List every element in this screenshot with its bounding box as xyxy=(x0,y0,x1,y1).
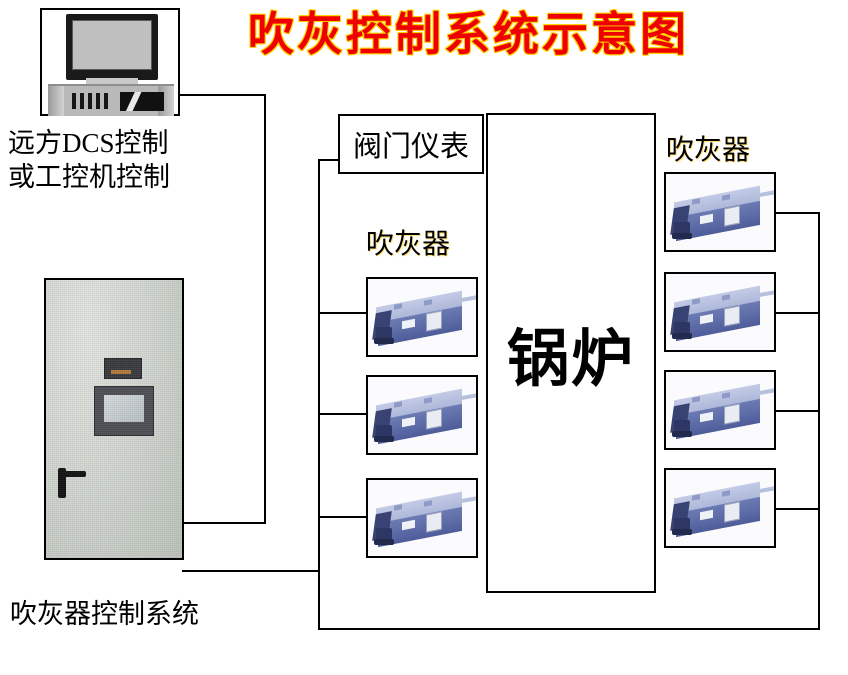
right-blower-group-label: 吹灰器 xyxy=(666,135,751,166)
cabinet-nameplate-icon xyxy=(104,358,142,379)
right-bus-line xyxy=(818,212,820,630)
monitor-screen xyxy=(72,20,152,70)
keyboard-grid-icon xyxy=(72,93,112,109)
boiler-node: 锅炉 xyxy=(486,113,656,593)
connector-riser-to-cabinet xyxy=(182,522,266,524)
soot-blower-left-3 xyxy=(366,478,478,558)
drive-bay-icon xyxy=(120,92,164,111)
soot-blower-right-3 xyxy=(664,370,776,450)
base-left-panel xyxy=(48,86,64,116)
computer-base-icon xyxy=(48,84,174,116)
branch-to-left-blower-2 xyxy=(318,413,368,415)
valve-instrument-label: 阀门仪表 xyxy=(352,131,469,163)
cabinet-hmi-display-icon xyxy=(94,386,154,436)
branch-to-left-blower-3 xyxy=(318,516,368,518)
dcs-computer-node xyxy=(40,8,180,116)
branch-to-right-blower-2 xyxy=(774,312,820,314)
valve-instrument-node: 阀门仪表 xyxy=(338,114,484,174)
branch-to-valve-box xyxy=(318,159,340,161)
control-cabinet-node xyxy=(44,278,184,560)
soot-blower-left-1 xyxy=(366,277,478,357)
drive-slash xyxy=(123,92,143,111)
left-blower-group-label: 吹灰器 xyxy=(366,229,451,260)
bottom-trunk-line xyxy=(318,628,820,630)
soot-blower-left-2 xyxy=(366,375,478,455)
page-title: 吹灰控制系统示意图 xyxy=(248,7,689,61)
dcs-computer-label: 远方DCS控制 或工控机控制 xyxy=(8,128,170,192)
connector-riser-vertical xyxy=(264,94,266,524)
soot-blower-right-2 xyxy=(664,272,776,352)
soot-blower-right-1 xyxy=(664,172,776,252)
branch-to-right-blower-4 xyxy=(774,508,820,510)
left-bus-line xyxy=(318,159,320,629)
soot-blower-right-4 xyxy=(664,468,776,548)
boiler-label: 锅炉 xyxy=(506,322,635,395)
branch-to-left-blower-1 xyxy=(318,312,368,314)
monitor-icon xyxy=(66,14,158,80)
branch-to-right-blower-1 xyxy=(774,212,820,214)
connector-computer-to-riser xyxy=(180,94,266,96)
branch-to-right-blower-3 xyxy=(774,410,820,412)
connector-cabinet-to-bus xyxy=(182,570,320,572)
control-cabinet-label: 吹灰器控制系统 xyxy=(10,599,199,629)
cabinet-door-handle-icon xyxy=(58,468,86,498)
monitor-stand xyxy=(86,78,138,86)
